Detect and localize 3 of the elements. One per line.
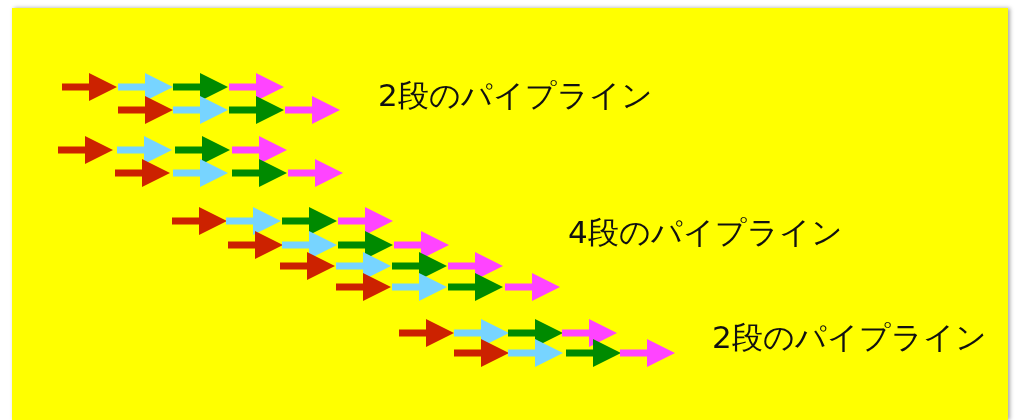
pipeline-label: 4段のパイプライン (568, 217, 843, 248)
pipeline-label: 2段のパイプライン (712, 322, 987, 353)
pipeline-label: 2段のパイプライン (378, 80, 653, 111)
